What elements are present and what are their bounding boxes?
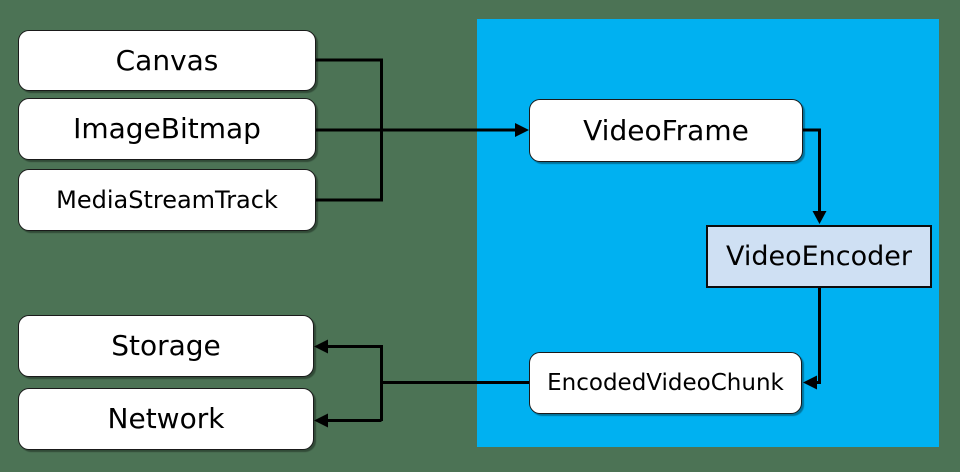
node-storage: Storage	[18, 315, 314, 377]
node-mediastreamtrack: MediaStreamTrack	[18, 169, 316, 231]
arrowhead-storage	[314, 339, 328, 354]
node-videoframe: VideoFrame	[529, 99, 803, 162]
node-canvas: Canvas	[18, 30, 316, 91]
arrowhead-network	[314, 413, 328, 428]
node-videoencoder: VideoEncoder	[706, 225, 932, 288]
node-imagebitmap: ImageBitmap	[18, 98, 316, 160]
node-encodedvideochunk: EncodedVideoChunk	[529, 352, 802, 414]
node-network: Network	[18, 388, 314, 450]
